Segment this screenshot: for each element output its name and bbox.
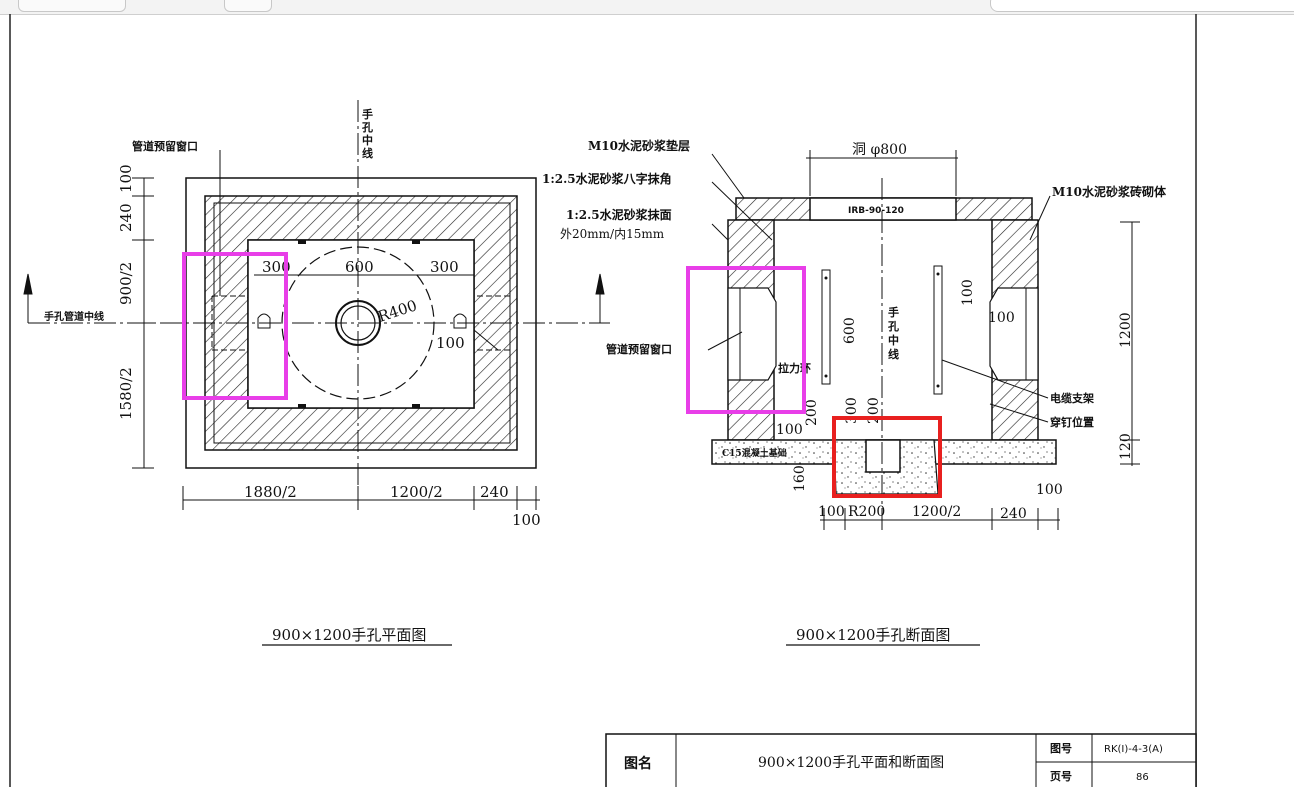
label-bevel: 1:2.5水泥砂浆八字抹角 bbox=[542, 171, 672, 186]
svg-text:孔: 孔 bbox=[888, 320, 899, 333]
pull-ring-label: 拉力环 bbox=[778, 361, 811, 375]
title-block-title: 900×1200手孔平面和断面图 bbox=[758, 755, 944, 771]
dim-bottom-1880-2: 1880/2 bbox=[244, 483, 297, 501]
dim-bottom-100: 100 bbox=[512, 511, 541, 529]
title-block-page-no-label: 页号 bbox=[1050, 770, 1072, 783]
dim-top-100: 100 bbox=[117, 164, 135, 193]
section-sump bbox=[865, 439, 901, 473]
dim-top-240: 240 bbox=[117, 203, 135, 232]
svg-text:线: 线 bbox=[362, 146, 373, 160]
dim-900-2: 900/2 bbox=[117, 262, 135, 305]
dim-b1200-2: 1200/2 bbox=[912, 504, 961, 520]
dim-1200: 1200 bbox=[1118, 312, 1134, 348]
label-opening: 洞 φ800 bbox=[852, 142, 907, 158]
section-pipe-window-left bbox=[727, 287, 777, 381]
plan-pull-ring-right bbox=[453, 313, 467, 329]
title-block-page-no: 86 bbox=[1136, 772, 1149, 783]
cable-bracket-left bbox=[821, 269, 831, 385]
label-plaster-thickness: 外20mm/内15mm bbox=[560, 227, 665, 241]
dim-floor-100: 100 bbox=[776, 422, 803, 438]
section-pipe-window-label: 管道预留窗口 bbox=[606, 342, 672, 356]
section-view: M10水泥砂浆垫层 1:2.5水泥砂浆八字抹角 1:2.5水泥砂浆抹面 外20m… bbox=[542, 138, 1167, 646]
dim-bracket-100: 100 bbox=[960, 279, 976, 306]
toolbar-button[interactable] bbox=[18, 0, 126, 12]
dim-inner-600: 600 bbox=[345, 258, 374, 276]
dim-side-100: 100 bbox=[988, 310, 1015, 326]
dim-200: 200 bbox=[804, 399, 820, 426]
plan-pipe-window-label: 管道预留窗口 bbox=[132, 139, 198, 153]
plan-caption: 900×1200手孔平面图 bbox=[272, 626, 426, 644]
dim-160: 160 bbox=[792, 465, 808, 492]
label-plaster: 1:2.5水泥砂浆抹面 bbox=[566, 207, 672, 222]
cable-bracket-right bbox=[933, 265, 943, 395]
plan-view: 管道预留窗口 手孔管道中线 手 孔 中 线 100 240 900/2 1580… bbox=[23, 100, 610, 646]
plan-v-centerline-char-1: 手 bbox=[362, 107, 373, 121]
title-block-drawing-no-label: 图号 bbox=[1050, 742, 1072, 755]
dim-b240: 240 bbox=[1000, 506, 1027, 522]
dim-inner-300-left: 300 bbox=[262, 258, 291, 276]
viewer-toolbar bbox=[0, 0, 1294, 15]
svg-text:手: 手 bbox=[888, 305, 899, 319]
toolbar-button[interactable] bbox=[224, 0, 272, 12]
dim-120: 120 bbox=[1118, 433, 1134, 460]
nail-position-label: 穿钉位置 bbox=[1050, 415, 1094, 429]
title-block-drawing-no: RK(I)-4-3(A) bbox=[1104, 744, 1163, 755]
dim-bR200: R200 bbox=[848, 504, 885, 520]
dim-b100-right: 100 bbox=[1036, 482, 1063, 498]
dim-offset-100: 100 bbox=[436, 334, 465, 352]
drawing-sheet: 管道预留窗口 手孔管道中线 手 孔 中 线 100 240 900/2 1580… bbox=[9, 14, 1197, 787]
svg-text:中: 中 bbox=[362, 133, 373, 147]
plan-horizontal-centerline-label: 手孔管道中线 bbox=[44, 310, 104, 323]
dim-1580-2: 1580/2 bbox=[117, 367, 135, 420]
svg-text:孔: 孔 bbox=[362, 121, 373, 134]
dim-inner-300-right: 300 bbox=[430, 258, 459, 276]
search-input[interactable] bbox=[990, 0, 1294, 12]
label-masonry: M10水泥砂浆砖砌体 bbox=[1052, 184, 1167, 199]
highlight-plan-window bbox=[182, 252, 288, 400]
section-caption: 900×1200手孔断面图 bbox=[796, 626, 950, 644]
section-arrow-right-icon bbox=[595, 273, 605, 323]
title-block-name-label: 图名 bbox=[624, 755, 652, 772]
title-block: 图名 900×1200手孔平面和断面图 图号 RK(I)-4-3(A) 页号 8… bbox=[605, 733, 1197, 787]
section-arrow-left-icon bbox=[23, 273, 33, 323]
dim-600: 600 bbox=[842, 317, 858, 344]
highlight-section-window bbox=[686, 266, 806, 414]
dim-bottom-1200-2: 1200/2 bbox=[390, 483, 443, 501]
cover-code: IRB-90-120 bbox=[848, 206, 904, 216]
svg-text:线: 线 bbox=[888, 347, 899, 361]
cable-bracket-label: 电缆支架 bbox=[1050, 391, 1094, 405]
section-pipe-window-right bbox=[989, 287, 1039, 381]
foundation-label: C15混凝土基础 bbox=[722, 447, 787, 459]
svg-text:中: 中 bbox=[888, 333, 899, 347]
dim-b100: 100 bbox=[818, 504, 845, 520]
label-m10-bedding: M10水泥砂浆垫层 bbox=[588, 138, 690, 153]
plan-pull-ring-left bbox=[257, 313, 271, 329]
section-cover bbox=[809, 197, 957, 221]
highlight-sump bbox=[832, 416, 942, 498]
dim-bottom-240: 240 bbox=[480, 483, 509, 501]
